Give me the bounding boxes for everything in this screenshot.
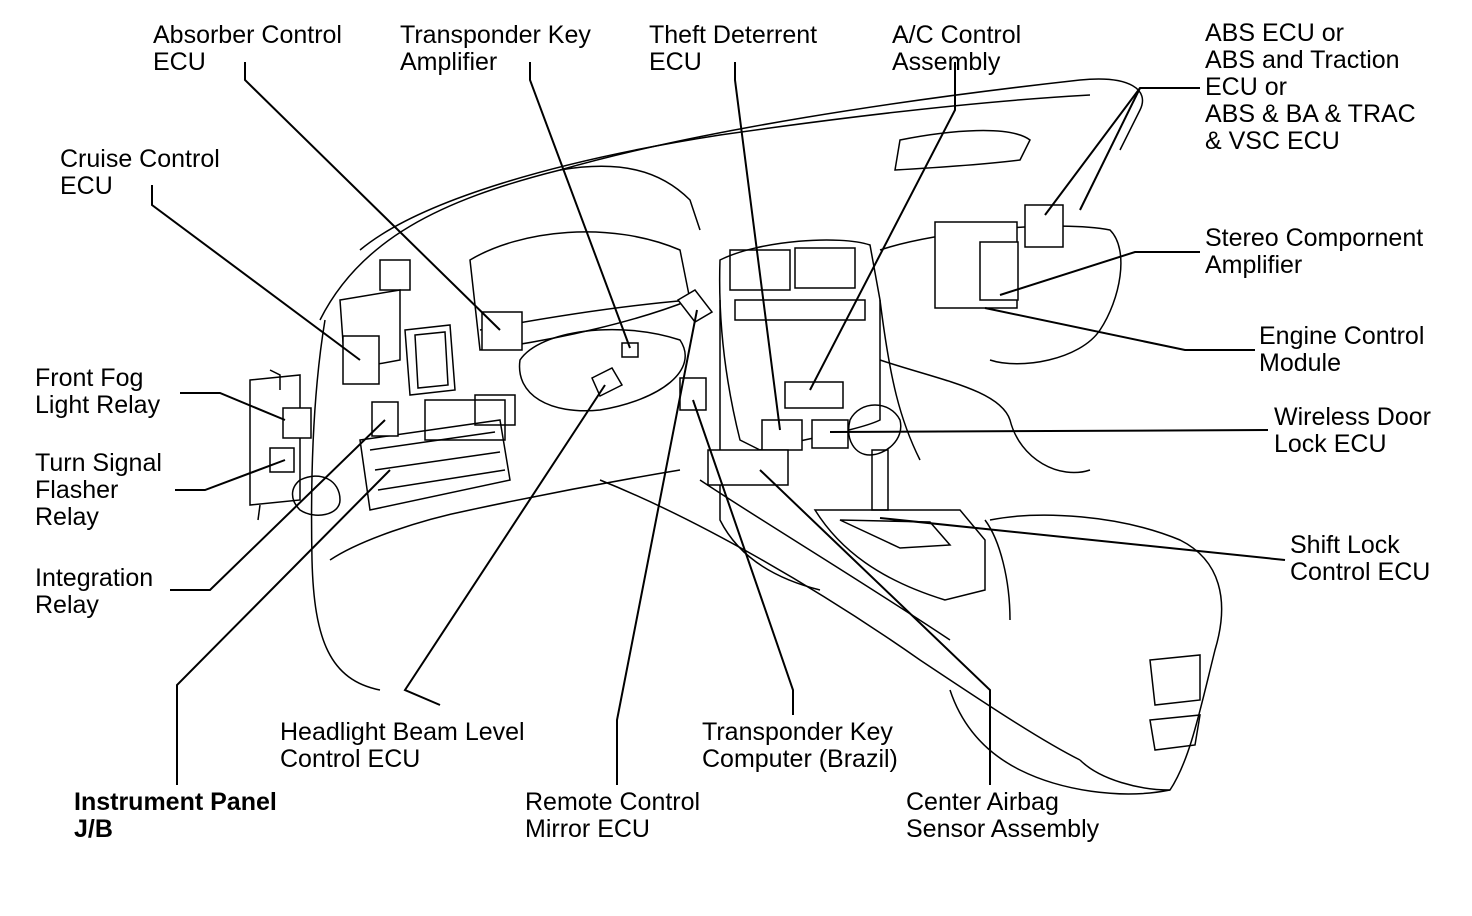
leader-airbag xyxy=(759,469,991,785)
transponder-computer-box xyxy=(679,377,707,411)
leader-jb xyxy=(176,469,391,785)
leader-abs-a xyxy=(1044,87,1200,216)
leader-engine xyxy=(984,307,1255,351)
cruise-ecu-box xyxy=(342,335,380,385)
leader-shift xyxy=(879,517,1286,561)
leader-fog xyxy=(180,392,286,421)
leader-transponder-computer xyxy=(692,399,794,715)
leader-flasher xyxy=(175,459,286,491)
leader-transponder-amp xyxy=(529,62,631,349)
leader-abs-b xyxy=(1079,87,1141,211)
headlight-ecu-box xyxy=(591,367,624,398)
wireless-lock-box xyxy=(811,419,849,449)
fog-relay-box xyxy=(282,407,312,439)
flasher-relay-box xyxy=(269,447,295,473)
leader-integration xyxy=(170,419,386,591)
leader-mirror xyxy=(616,309,698,785)
leader-headlight xyxy=(403,384,606,706)
left-panel-detail xyxy=(249,259,516,521)
shift-console xyxy=(813,404,986,601)
mirror-ecu-box xyxy=(676,289,714,323)
transponder-amp-box xyxy=(621,342,639,358)
component-boxes xyxy=(269,204,1064,486)
center-stack xyxy=(718,239,921,591)
theft-ecu-box xyxy=(761,419,803,451)
airbag-sensor-box xyxy=(707,449,789,486)
integration-relay-box xyxy=(371,401,399,437)
leader-ac xyxy=(809,62,956,391)
leader-absorber xyxy=(244,62,501,331)
ac-control-box xyxy=(784,381,844,409)
leader-wireless xyxy=(829,429,1269,433)
leader-stereo xyxy=(999,251,1200,296)
leader-lines xyxy=(151,62,1286,785)
leader-cruise xyxy=(151,185,361,361)
abs-ecu-box xyxy=(1024,204,1064,248)
leader-theft xyxy=(734,62,781,431)
